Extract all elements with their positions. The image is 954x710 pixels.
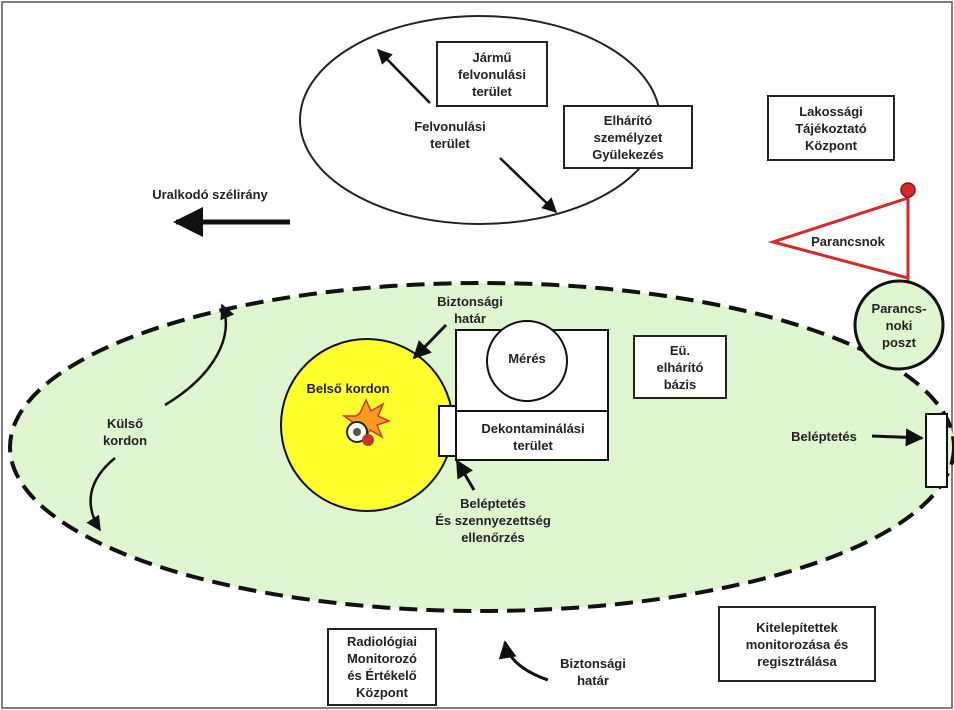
radiological-monitoring-center-label: Radiológiai Monitorozó és Értékelő Közpo… [346,634,418,700]
explosion-hazard-icon [341,398,392,446]
prevailing-wind-label: Uralkodó szélirány [152,187,268,202]
evacuee-monitoring-box: Kitelepítettek monitorozása és regisztrá… [718,606,876,682]
public-information-center-box: Lakossági Tájékoztató Központ [767,95,895,161]
command-flag [767,195,910,280]
radiological-monitoring-center-box: Radiológiai Monitorozó és Értékelő Közpo… [327,628,437,706]
safety-boundary-bottom-label: Biztonsági határ [560,656,626,688]
vehicle-staging-area-label: Jármű felvonulási terület [458,49,526,99]
entry-gate-left [438,405,457,457]
flag-finial [900,182,916,198]
response-personnel-assembly-label: Elhárító személyzet Gyülekezés [592,112,664,162]
commander-label: Parancsnok [811,234,885,249]
medical-response-base-box: Eü. elhárító bázis [633,335,727,399]
command-post-label: Parancs- noki poszt [871,301,927,350]
arrow-to-vehicle-area [376,48,431,104]
evacuee-monitoring-label: Kitelepítettek monitorozása és regisztrá… [745,619,849,669]
entry-gate-right [925,413,948,488]
measurement-label: Mérés [508,351,546,366]
measurement-circle [486,320,568,402]
arrow-to-ellipse-edge [499,157,558,214]
vehicle-staging-area-box: Jármű felvonulási terület [436,41,548,107]
medical-response-base-label: Eü. elhárító bázis [656,342,704,392]
entry-contamination-check-label: Beléptetés És szennyezettség ellenőrzés [435,496,551,545]
command-post-circle [853,279,945,371]
outer-cordon-label: Külső kordon [102,416,148,448]
outer-cordon-arrow-up [164,303,235,407]
response-personnel-assembly-box: Elhárító személyzet Gyülekezés [563,105,693,169]
inner-cordon-label: Belső kordon [306,381,390,396]
safety-boundary-arrow-bottom [498,640,549,682]
entry-arrow-right [871,428,924,447]
entry-check-arrow [455,459,476,491]
public-information-center-label: Lakossági Tájékoztató Központ [795,103,867,153]
staging-area-label: Felvonulási terület [414,119,486,151]
safety-boundary-top-label: Biztonsági határ [437,294,503,326]
outer-cordon-arrow-down [86,457,116,532]
safety-boundary-arrow-top [412,323,448,360]
entry-right-label: Beléptetés [791,429,857,444]
decontamination-area-label: Dekontaminálási terület [481,421,585,453]
